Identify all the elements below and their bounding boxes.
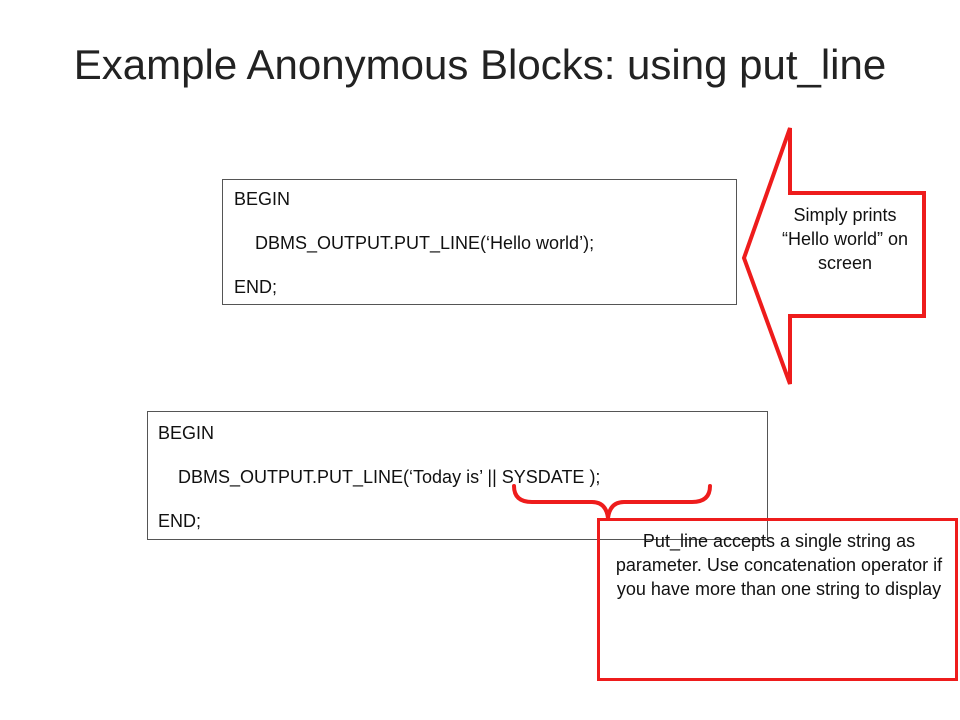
code-line-end: END; [158,511,202,531]
code-line-begin: BEGIN [158,423,215,443]
code-line-end: END; [234,277,278,297]
code-block-hello-world: BEGIN DBMS_OUTPUT.PUT_LINE(‘Hello world’… [222,179,737,305]
slide-title: Example Anonymous Blocks: using put_line [73,41,887,88]
code-line-begin: BEGIN [234,189,291,209]
code-line-put-line: DBMS_OUTPUT.PUT_LINE(‘Hello world’); [255,233,595,253]
note-callout-text: Put_line accepts a single string as para… [615,531,943,599]
note-callout-box [597,518,958,681]
code-line-put-line: DBMS_OUTPUT.PUT_LINE(‘Today is’ || SYSDA… [178,467,601,487]
code-block-today-is: BEGIN DBMS_OUTPUT.PUT_LINE(‘Today is’ ||… [147,411,768,540]
arrow-callout-text: Simply prints “Hello world” on screen [781,205,909,273]
